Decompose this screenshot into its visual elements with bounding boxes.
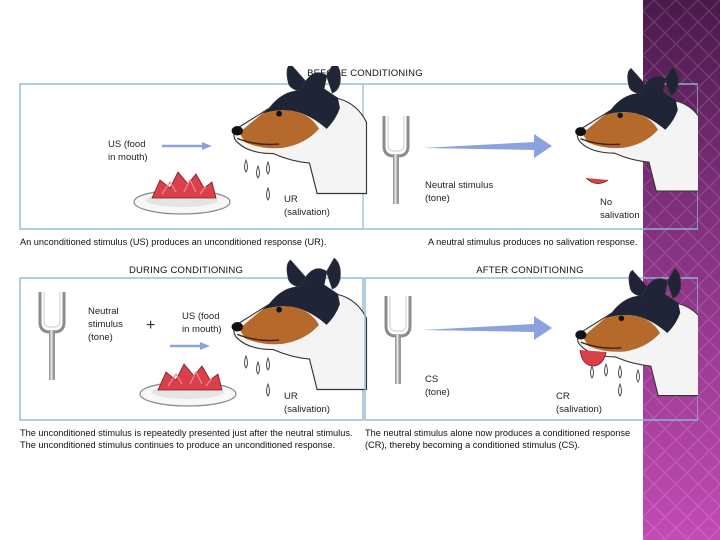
plus-icon: + [146,317,155,334]
after-caption-line1: The neutral stimulus alone now produces … [365,428,630,438]
tuning-fork-icon [382,114,410,206]
ur-label: UR [284,391,298,402]
neutral-stimulus-label-cont: (tone) [425,193,450,204]
during-conditioning-header: DURING CONDITIONING [129,265,243,276]
before-caption-left: An unconditioned stimulus (US) produces … [20,237,326,247]
after-caption-line2: (CR), thereby becoming a conditioned sti… [365,440,580,450]
neutral-stimulus-label: Neutral stimulus [425,180,493,191]
saliva-drips [244,355,270,397]
neutral-stimulus-label-cont: stimulus [88,319,123,330]
neutral-stimulus-label: Neutral [88,306,119,317]
us-label-cont: in mouth) [108,152,148,163]
saliva-drips [244,159,270,201]
during-caption-line1: The unconditioned stimulus is repeatedly… [20,428,352,438]
before-caption-right: A neutral stimulus produces no salivatio… [428,237,637,247]
dog-tongue [585,177,609,184]
arrow-icon [202,142,212,150]
during-caption-line2: The unconditioned stimulus continues to … [20,440,335,450]
ur-label-cont: (salivation) [284,404,330,415]
tuning-fork-icon [384,294,412,386]
arrow-icon [422,134,552,158]
no-salivation-label-cont: salivation [600,210,640,221]
food-dish-icon [133,171,231,215]
cs-label: CS [425,374,438,385]
after-panel-border [364,277,698,421]
cr-label-cont: (salivation) [556,404,602,415]
after-conditioning-header: AFTER CONDITIONING [476,265,584,276]
food-dish-icon [139,363,237,407]
dog-head-icon [230,66,368,195]
before-conditioning-header: BEFORE CONDITIONING [307,68,423,79]
dog-head-icon [574,66,698,192]
ur-label: UR [284,194,298,205]
us-label: US (food [182,311,220,322]
dog-tongue [579,349,607,367]
ur-label-cont: (salivation) [284,207,330,218]
classical-conditioning-figure: BEFORE CONDITIONING US (food in mouth) U… [19,66,698,450]
saliva-drips [590,363,640,397]
arrow-icon [200,342,210,350]
no-salivation-label: No [600,197,612,208]
us-label-cont: in mouth) [182,324,222,335]
us-label: US (food [108,139,146,150]
before-panel-border [19,83,698,230]
cr-label: CR [556,391,570,402]
cs-label-cont: (tone) [425,387,450,398]
arrow-icon [422,316,552,340]
neutral-stimulus-label-tone: (tone) [88,332,113,343]
tuning-fork-icon [38,290,66,382]
